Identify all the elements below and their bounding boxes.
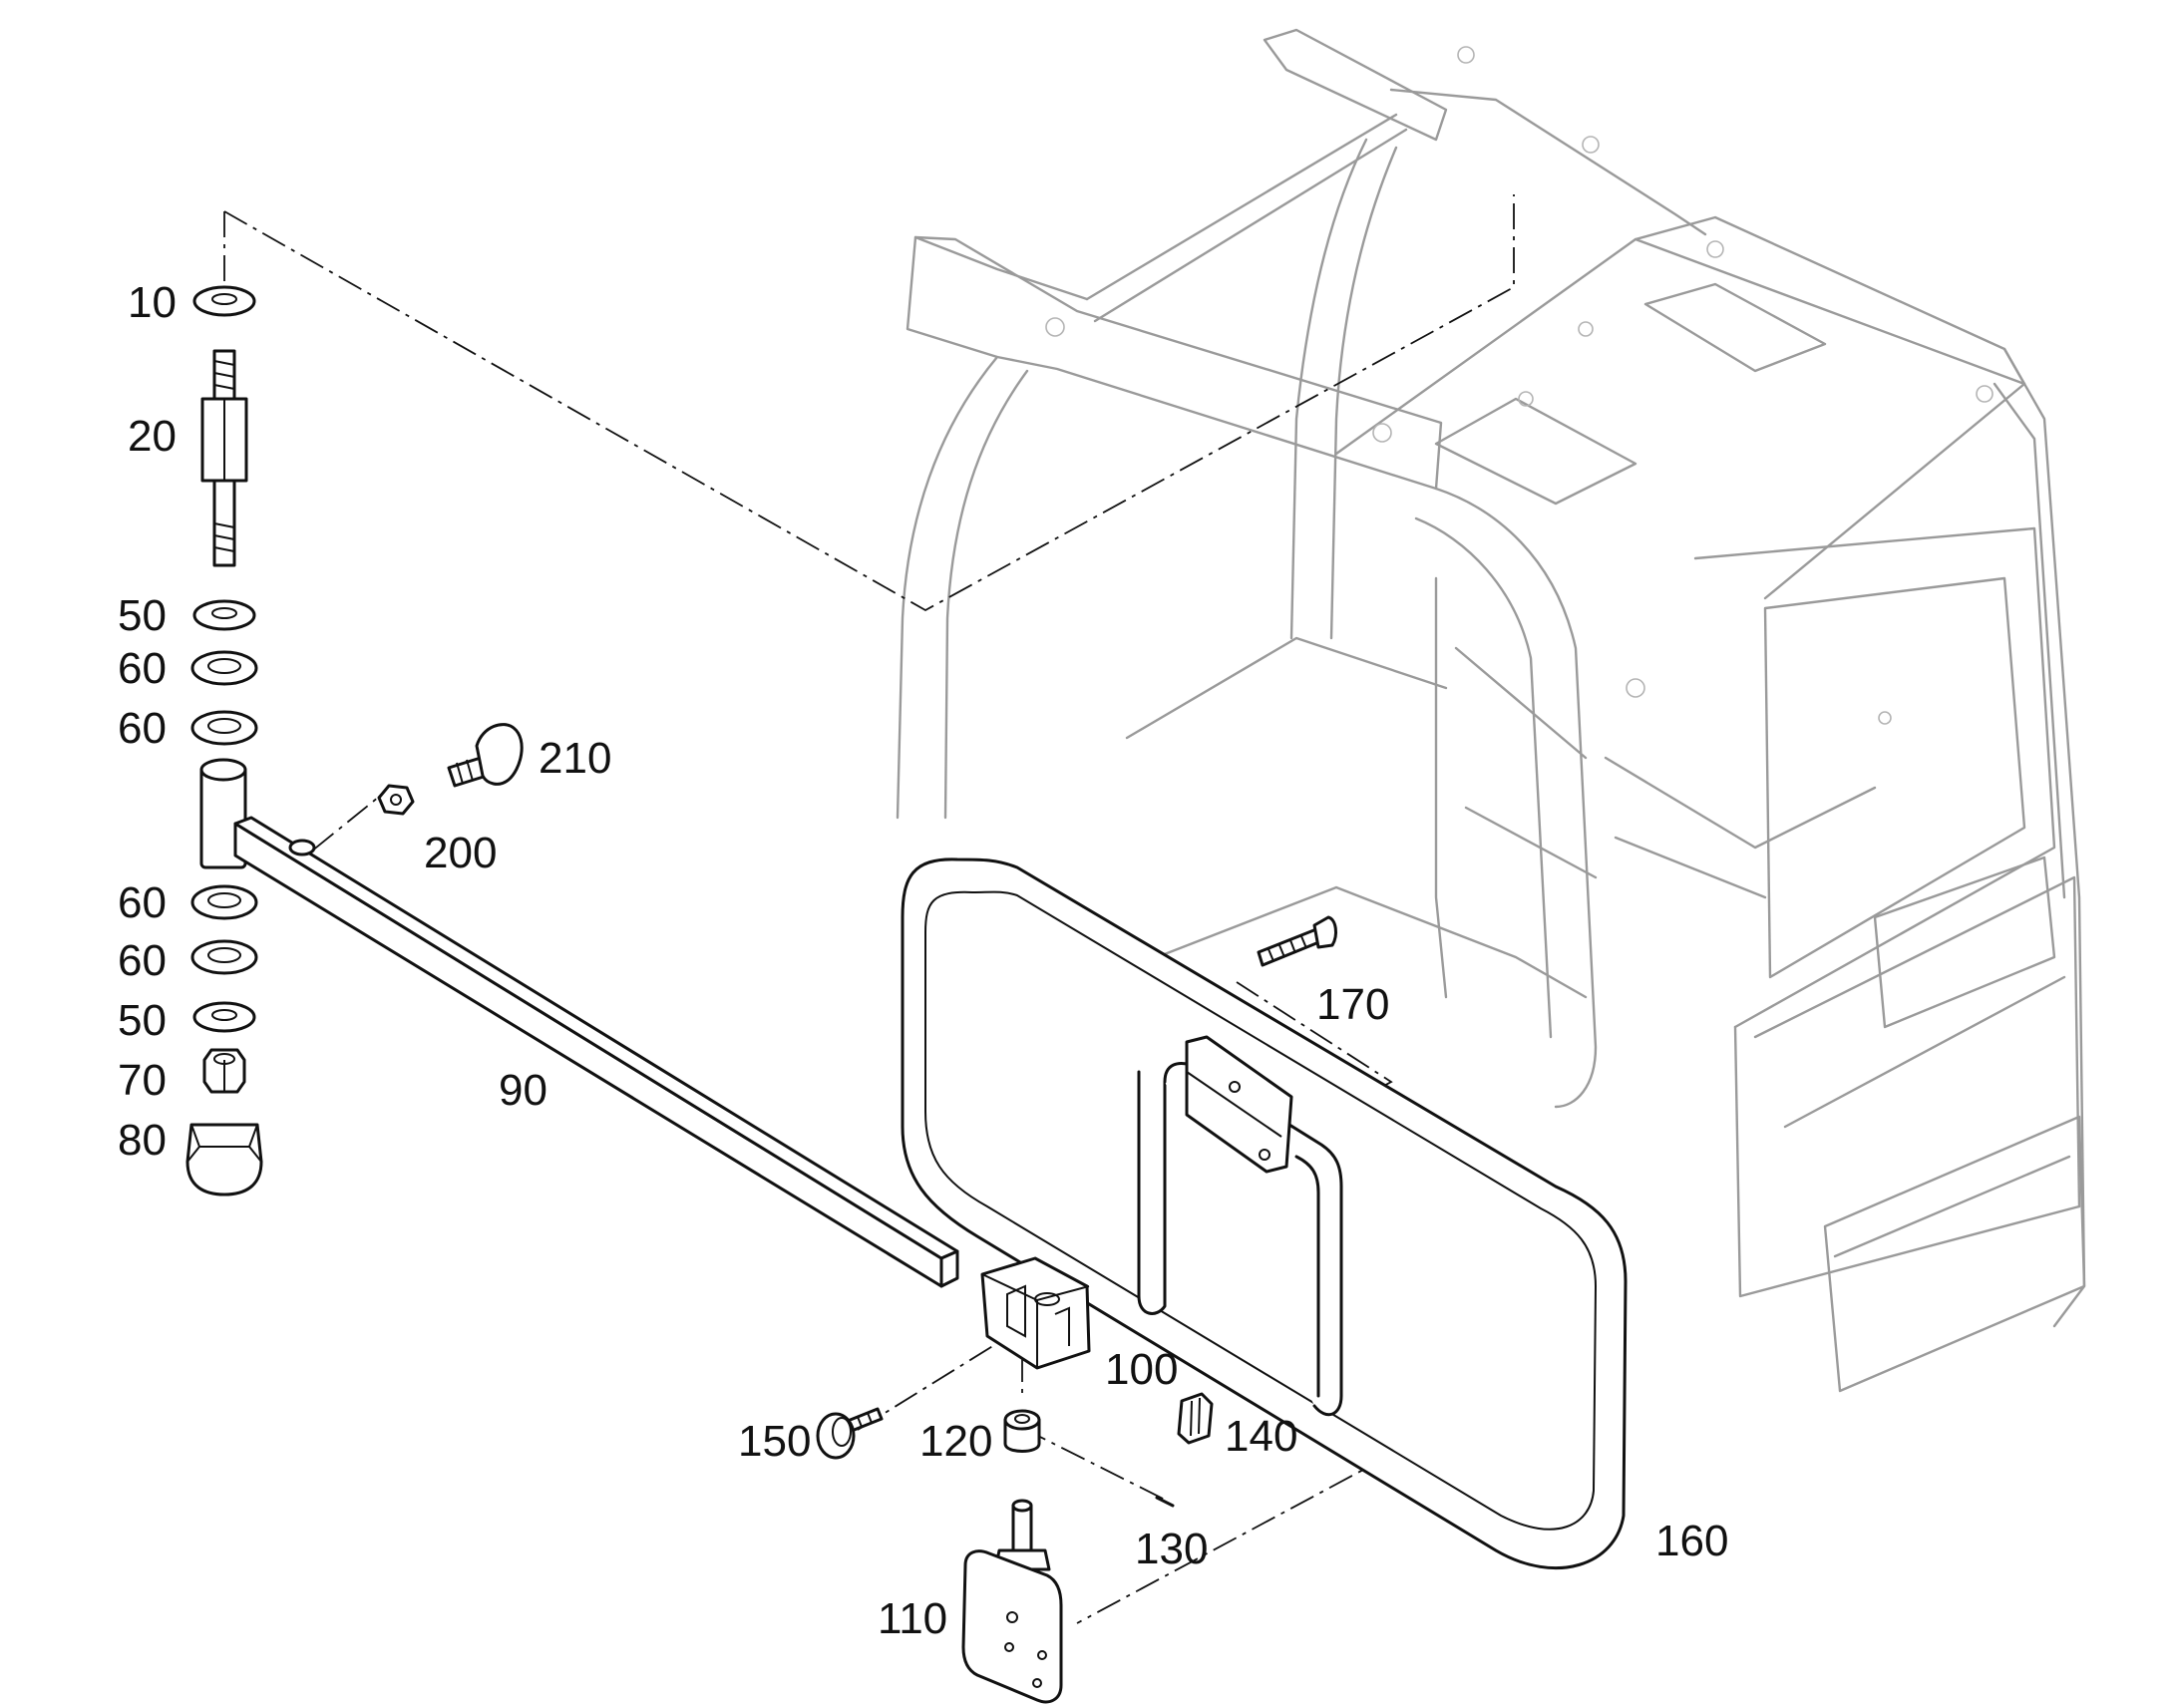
washer-60-b: [190, 710, 258, 746]
clamp-100: [980, 1256, 1091, 1370]
callout-50: 50: [118, 591, 167, 640]
callout-60: 60: [118, 936, 167, 985]
nut-70: [202, 1048, 246, 1094]
mount-110: [961, 1499, 1063, 1704]
callout-170: 170: [1316, 980, 1389, 1029]
cap-80: [185, 1123, 263, 1196]
washer-50-top: [192, 599, 256, 631]
callout-200: 200: [424, 829, 497, 877]
clip-140: [1177, 1392, 1214, 1445]
washer-60-d: [190, 939, 258, 975]
arm-90: [199, 758, 959, 1288]
washer-60-c: [190, 884, 258, 920]
callout-150: 150: [738, 1417, 811, 1466]
washer-60-a: [190, 650, 258, 686]
callout-110: 110: [878, 1594, 947, 1643]
callout-160: 160: [1655, 1517, 1728, 1565]
callout-120: 120: [919, 1417, 992, 1466]
pin-130: [1155, 1496, 1175, 1508]
stud-20: [200, 349, 248, 567]
callout-20: 20: [128, 412, 177, 461]
callout-100: 100: [1105, 1345, 1178, 1394]
mirror-160: [901, 857, 1628, 1570]
callout-130: 130: [1135, 1525, 1208, 1573]
callout-210: 210: [539, 734, 611, 783]
washer-50-bottom: [192, 1001, 256, 1033]
callout-60: 60: [118, 878, 167, 927]
callout-10: 10: [128, 278, 177, 327]
screw-170: [1257, 915, 1337, 967]
bushing-120: [1003, 1409, 1041, 1453]
callout-60: 60: [118, 704, 167, 753]
callout-70: 70: [118, 1056, 167, 1105]
nut-200: [377, 784, 415, 816]
callout-60: 60: [118, 644, 167, 693]
callout-80: 80: [118, 1116, 167, 1165]
knob-210: [447, 723, 524, 788]
screw-150: [816, 1407, 884, 1460]
callout-140: 140: [1225, 1412, 1297, 1461]
cab-frame: [896, 28, 2086, 1393]
callout-labels: 10 20 50 60 60 210 200 60 60 50 70 80 90…: [118, 278, 1728, 1643]
callout-50: 50: [118, 996, 167, 1045]
washer-10: [192, 285, 256, 317]
callout-90: 90: [499, 1066, 547, 1115]
